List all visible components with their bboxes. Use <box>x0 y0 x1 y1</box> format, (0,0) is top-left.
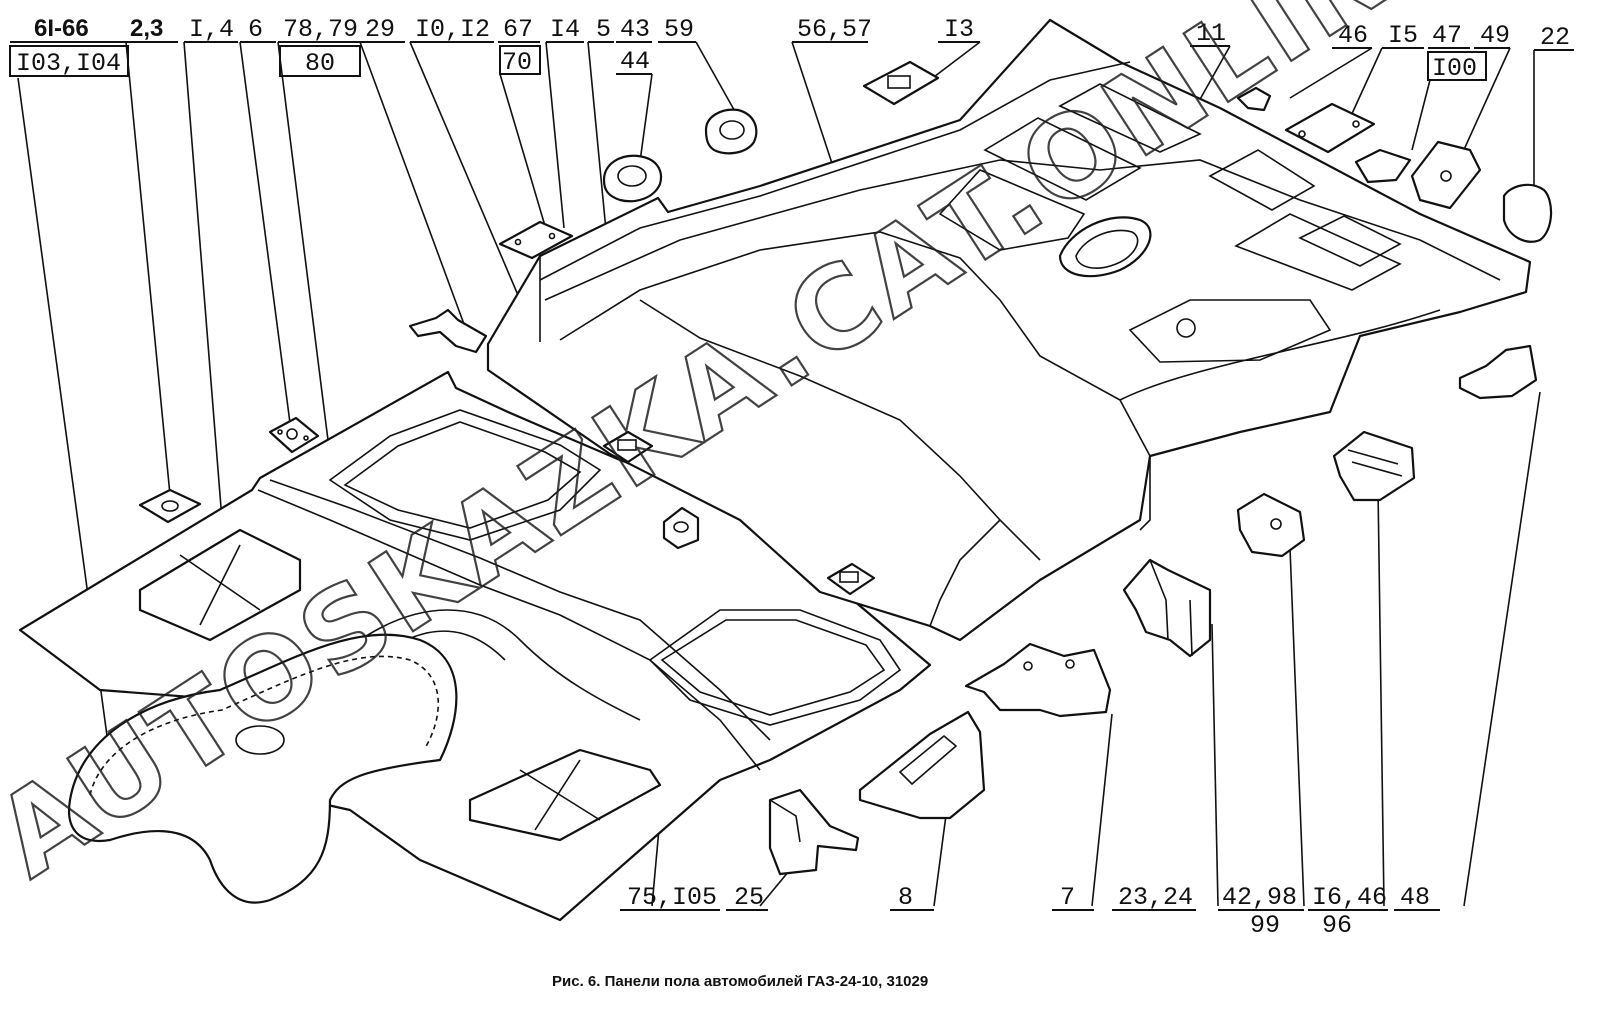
callout-sub-label: 96 <box>1322 911 1352 940</box>
callout-46: 46 <box>1332 21 1372 50</box>
part-42-98-bracket <box>1236 492 1306 558</box>
callout-I4: I4 <box>546 15 584 44</box>
callout-label: 49 <box>1480 21 1510 50</box>
part-29-strap <box>408 308 488 354</box>
callout-56,57: 56,57 <box>792 15 872 44</box>
part-I4-plate <box>498 220 574 260</box>
callout-label: 22 <box>1540 23 1570 52</box>
callout-22: 22 <box>1534 23 1574 52</box>
callout-label: 59 <box>664 15 694 44</box>
callout-label: 6 <box>248 15 263 44</box>
part-43-grommet <box>602 154 663 203</box>
part-46-clip <box>1236 86 1272 112</box>
callout-49: 49 <box>1474 21 1510 50</box>
callout-label: 6I-66 <box>34 15 89 42</box>
part-5-plate <box>602 430 654 464</box>
part-2-3-pad <box>138 488 202 524</box>
callout-43-44: 43 44 <box>616 15 652 76</box>
callout-I6,46-96: I6,46 96 <box>1308 883 1388 940</box>
callout-label: 43 <box>620 15 650 44</box>
callout-25: 25 <box>726 883 768 912</box>
callout-I3: I3 <box>938 15 980 44</box>
callout-label: 23,24 <box>1118 883 1193 912</box>
callout-boxed-label: 70 <box>502 48 532 77</box>
part-59-grommet <box>704 108 758 155</box>
part-center-plate <box>826 562 876 596</box>
part-48-bracket <box>1458 344 1538 400</box>
callout-label: I5 <box>1388 21 1418 50</box>
callout-sub-label: 99 <box>1250 911 1280 940</box>
part-49-bracket <box>1410 140 1482 210</box>
part-I6-46-bracket <box>1332 430 1416 502</box>
callout-label: 11 <box>1196 19 1226 48</box>
callout-label: 7 <box>1060 883 1075 912</box>
callout-label: 5 <box>596 15 611 44</box>
callout-boxed-label: I00 <box>1432 54 1477 83</box>
rear-floor-panel <box>486 18 1532 642</box>
callout-label: 48 <box>1400 883 1430 912</box>
callout-I5: I5 <box>1382 21 1424 50</box>
part-I5-plate <box>1284 102 1376 154</box>
callout-label: 25 <box>734 883 764 912</box>
callout-78,79: 78,79 80 <box>278 15 361 78</box>
callout-6: 6 <box>240 15 276 44</box>
callout-11: 11 <box>1190 19 1230 48</box>
callout-sub-label: 44 <box>620 47 650 76</box>
callout-47-I00: 47 I00 <box>1427 21 1487 83</box>
callout-label: 67 <box>503 15 533 44</box>
front-floor-panel-left <box>18 370 932 922</box>
callout-7: 7 <box>1052 883 1094 912</box>
floor-mat <box>67 633 458 904</box>
callout-label: 42,98 <box>1222 883 1297 912</box>
figure-caption: Рис. 6. Панели пола автомобилей ГАЗ-24-1… <box>552 973 928 990</box>
callout-67: 67 70 <box>498 15 541 77</box>
callout-label: 56,57 <box>797 15 872 44</box>
callout-I,4: I,4 <box>184 15 238 44</box>
callout-label: 8 <box>898 883 913 912</box>
callout-label: 47 <box>1432 21 1462 50</box>
callout-75,I05: 75,I05 <box>620 883 720 912</box>
callout-boxed-label: I03,I04 <box>16 49 121 78</box>
callout-label: I3 <box>944 15 974 44</box>
part-6-bracket <box>268 416 320 454</box>
callout-42,98-99: 42,98 99 <box>1218 883 1304 940</box>
part-22-cap <box>1502 183 1553 243</box>
callout-label: I6,46 <box>1312 883 1387 912</box>
callout-label: 78,79 <box>283 15 358 44</box>
callout-label: I,4 <box>189 15 234 44</box>
callout-label: 75,I05 <box>627 883 717 912</box>
callout-boxed-label: 80 <box>305 49 335 78</box>
callout-29: 29 <box>360 15 405 44</box>
callout-label: 29 <box>365 15 395 44</box>
part-I3-bracket <box>862 60 940 106</box>
callout-59: 59 <box>658 15 696 44</box>
part-47-bracket <box>1354 148 1412 184</box>
callout-2,3: 2,3 <box>126 15 178 43</box>
callout-label: 46 <box>1338 21 1368 50</box>
part-7-bracket <box>964 642 1112 718</box>
callout-6I-66: 6I-66 I03,I04 <box>9 15 129 78</box>
part-8-bracket <box>858 710 986 820</box>
callout-23,24: 23,24 <box>1112 883 1196 912</box>
part-75-I05-nut <box>662 506 700 550</box>
callout-label: 2,3 <box>130 15 163 42</box>
callout-5: 5 <box>588 15 614 44</box>
part-23-24-bracket <box>1122 558 1212 658</box>
callout-label: I4 <box>550 15 580 44</box>
callout-I0,I2: I0,I2 <box>410 15 494 44</box>
callout-label: I0,I2 <box>415 15 490 44</box>
part-25-bracket <box>768 788 860 876</box>
callout-8: 8 <box>890 883 934 912</box>
callout-48: 48 <box>1394 883 1440 912</box>
